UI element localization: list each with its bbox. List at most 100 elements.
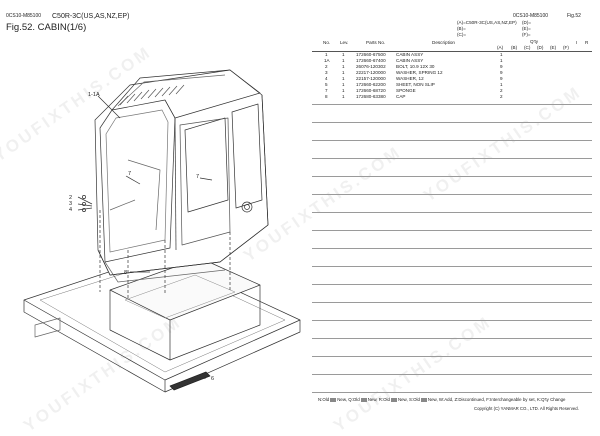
legend-swatch-icon [360, 398, 367, 402]
col-lev: Lev. [340, 40, 349, 45]
variant-key-d: (D)= [522, 20, 532, 25]
legend-k-qty-change: K:Q'ty Change [537, 397, 566, 402]
callout-7-left: 7 [128, 171, 131, 177]
table-row: 1 1 172660-67500 CABIN ASSY 1 [318, 52, 590, 58]
row-lev: 1 [342, 58, 345, 63]
table-divider [312, 248, 592, 249]
table-row: 8 1 172680-63380 CAP 2 [318, 94, 590, 100]
row-no: 2 [325, 64, 328, 69]
row-description: SHEET, NON SLIP [396, 82, 435, 87]
row-description: SPONGE [396, 88, 416, 93]
row-description: WASHER, SPRING 12 [396, 70, 443, 75]
variant-key-f: (F)= [522, 32, 531, 37]
col-i: I [576, 40, 578, 45]
row-no: 7 [325, 88, 328, 93]
row-parts-no: 172660-62200 [356, 82, 386, 87]
row-no: 8 [325, 94, 328, 99]
legend-r-old: R:Old [378, 397, 390, 402]
row-qty: 2 [500, 94, 503, 99]
legend-q-old: Q:Old [348, 397, 360, 402]
table-divider [312, 266, 592, 267]
legend-s-new: New, [427, 397, 438, 402]
callout-6: 6 [211, 376, 214, 382]
variant-key-c: (C)= [457, 32, 467, 37]
table-row: 4 1 22157-120000 WASHER, 12 9 [318, 76, 590, 82]
row-qty: 1 [500, 52, 503, 57]
row-no: 4 [325, 76, 328, 81]
table-divider [312, 140, 592, 141]
row-no: 1 [325, 52, 328, 57]
row-parts-no: 22217-120000 [356, 70, 386, 75]
col-qty-b: (B) [511, 45, 518, 50]
row-parts-no: 26076-120302 [356, 64, 386, 69]
row-qty: 9 [500, 76, 503, 81]
table-divider [312, 230, 592, 231]
callout-3: 3 [69, 201, 72, 207]
row-lev: 1 [342, 82, 345, 87]
row-lev: 1 [342, 64, 345, 69]
row-qty: 2 [500, 88, 503, 93]
table-divider [312, 212, 592, 213]
copyright: Copyright (C) YANMAR CO., LTD. All Right… [474, 406, 579, 411]
row-parts-no: 172680-63380 [356, 94, 386, 99]
legend-w-add: W:Add, [438, 397, 454, 402]
legend-swatch-icon [330, 398, 337, 402]
table-divider [312, 158, 592, 159]
row-description: CABIN ASSY [396, 58, 424, 63]
table-divider [312, 356, 592, 357]
col-no: No. [323, 40, 331, 45]
table-divider [312, 284, 592, 285]
callout-2: 2 [69, 195, 72, 201]
row-parts-no: 22157-120000 [356, 76, 386, 81]
right-doc-code: 0CS10-M85100 [513, 13, 549, 19]
row-qty: 9 [500, 64, 503, 69]
row-qty: 1 [500, 82, 503, 87]
table-row: 7 1 172660-68720 SPONGE 2 [318, 88, 590, 94]
col-description: Description [432, 40, 455, 45]
cabin-exploded-diagram: 1-1A 7 7 2 3 4 8 6 [23, 69, 301, 393]
table-divider [312, 374, 592, 375]
table-row: 3 1 22217-120000 WASHER, SPRING 12 9 [318, 70, 590, 76]
legend-r-new: New, [397, 397, 408, 402]
table-divider [312, 392, 592, 393]
legend-swatch-icon [390, 398, 397, 402]
header-divider [312, 51, 592, 52]
variant-key-a: (A)=C50R-3C(US,AS,NZ,EP) [457, 20, 517, 25]
row-lev: 1 [342, 94, 345, 99]
variant-key-b: (B)= [457, 26, 466, 31]
table-divider [312, 320, 592, 321]
col-qty-a: (A) [497, 45, 504, 50]
figure-title: Fig.52. CABIN(1/6) [6, 22, 87, 33]
table-divider [312, 176, 592, 177]
row-parts-no: 172660-67400 [356, 58, 386, 63]
table-divider [312, 302, 592, 303]
watermark-text: YOUFIXTHIS.COM [420, 81, 586, 206]
model-name: C50R-3C(US,AS,NZ,EP) [52, 13, 130, 20]
col-qty-e: (E) [550, 45, 557, 50]
row-qty: 9 [500, 70, 503, 75]
row-lev: 1 [342, 70, 345, 75]
legend-s-old: S:Old [408, 397, 420, 402]
legend-q-new: New, [367, 397, 378, 402]
row-lev: 1 [342, 52, 345, 57]
row-lev: 1 [342, 88, 345, 93]
legend-n-old: N:Old [318, 397, 330, 402]
table-divider [312, 122, 592, 123]
row-qty: 1 [500, 58, 503, 63]
table-divider [312, 338, 592, 339]
legend-swatch-icon [420, 398, 427, 402]
row-parts-no: 172660-67500 [356, 52, 386, 57]
row-description: CABIN ASSY [396, 52, 424, 57]
col-qty: Q'ty [530, 39, 539, 44]
variant-key-e: (E)= [522, 26, 531, 31]
legend-z-discontinued: Z:Discontinued, [454, 397, 485, 402]
col-qty-f: (F) [563, 45, 569, 50]
table-divider [312, 104, 592, 105]
row-description: CAP [396, 94, 406, 99]
right-fig-number: Fig.52 [567, 13, 581, 19]
col-qty-d: (D) [537, 45, 544, 50]
callout-1-1a: 1-1A [88, 92, 100, 98]
left-doc-code: 0CS10-M85100 [6, 13, 42, 19]
col-qty-c: (C) [524, 45, 531, 50]
